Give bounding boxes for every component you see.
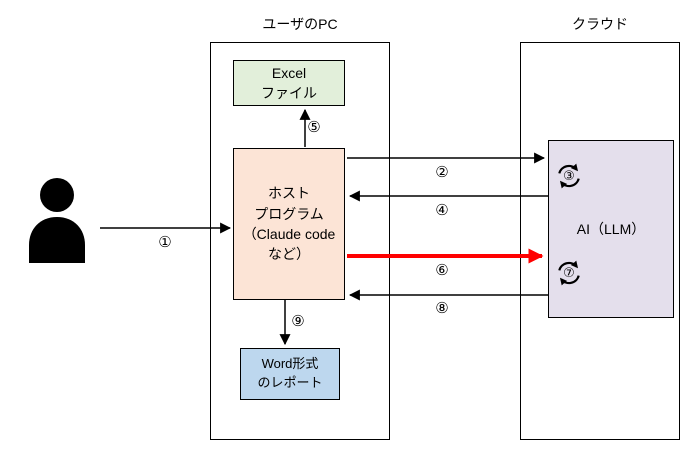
sync-icon-3: ③ bbox=[552, 159, 586, 193]
word-report-node: Word形式 のレポート bbox=[240, 348, 340, 400]
user-pc-label: ユーザのPC bbox=[262, 16, 338, 32]
cycle-7-number: ⑦ bbox=[563, 265, 575, 280]
arrow-1-label: ① bbox=[158, 234, 172, 251]
person-icon bbox=[24, 177, 90, 268]
user-pc-container bbox=[210, 42, 390, 440]
sync-icon-7: ⑦ bbox=[552, 256, 586, 290]
host-program-node: ホスト プログラム （Claude code など） bbox=[233, 148, 345, 300]
cycle-3-number: ③ bbox=[563, 168, 575, 183]
ai-llm-node: AI（LLM） bbox=[548, 140, 674, 318]
arrow-9-label: ⑨ bbox=[291, 313, 305, 330]
arrow-8-label: ⑧ bbox=[435, 300, 449, 317]
arrow-4-label: ④ bbox=[435, 202, 449, 219]
cloud-label: クラウド bbox=[572, 16, 628, 32]
excel-file-node: Excel ファイル bbox=[233, 60, 345, 106]
arrow-5-label: ⑤ bbox=[307, 119, 321, 136]
arrow-6-label: ⑥ bbox=[435, 262, 449, 279]
cloud-container bbox=[520, 42, 680, 440]
arrow-2-label: ② bbox=[435, 164, 449, 181]
